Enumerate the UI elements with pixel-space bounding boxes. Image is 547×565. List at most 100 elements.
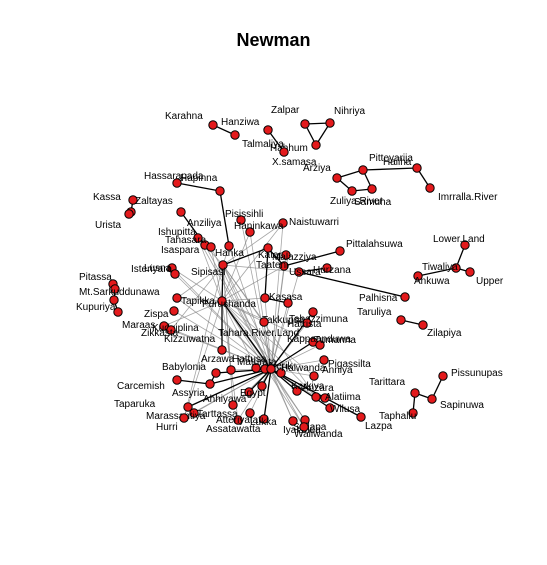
- node-taateni: [279, 261, 289, 271]
- node-sapinuwa: [427, 394, 437, 404]
- node-assatawatta: [233, 415, 243, 425]
- node-label-marassantiya: Marassantiya: [146, 411, 206, 422]
- node-karkiya: [292, 386, 302, 396]
- node-zuliya-river: [347, 186, 357, 196]
- node-karahna: [208, 120, 218, 130]
- node-mt-sarkuddunawa: [110, 284, 120, 294]
- edge-Halwanda-Assatawatta: [237, 368, 272, 421]
- edge-Sipisasi-Tarttassa: [222, 264, 234, 406]
- node-label-zikkasta: Zikkasta: [141, 328, 179, 339]
- node-label-taphallu: Taphallu: [379, 411, 416, 422]
- edge-Hapinna-Hanka: [219, 190, 230, 247]
- edge-Halwanda-Ussara: [270, 271, 300, 370]
- node-label-pitteyarija: Pitteyarija: [369, 153, 413, 164]
- node-label-assatawatta: Assatawatta: [206, 424, 261, 435]
- node-label-assyria: Assyria: [172, 388, 205, 399]
- node-label-purushanda: Purushanda: [202, 299, 256, 310]
- node-haiiha: [412, 163, 422, 173]
- node-tiwaliya: [451, 263, 461, 273]
- node-naistuwarri: [278, 218, 288, 228]
- edge-Sipisasi-Anzara: [222, 264, 317, 398]
- edge-Halwanda-Lukka: [263, 368, 272, 420]
- node-label-imrralla-river: Imrralla.River: [438, 192, 498, 203]
- node-label-karkiya: Karkiya: [291, 381, 325, 392]
- node-label-hurri: Hurri: [156, 422, 178, 433]
- edge-Halwanda-Kappaanduwa: [270, 341, 314, 370]
- edge-Purushanda-Tumanna: [221, 300, 321, 346]
- node-label-urista: Urista: [95, 220, 122, 231]
- node-arziya: [332, 173, 342, 183]
- node-katapa: [263, 243, 273, 253]
- node-taphallu: [408, 408, 418, 418]
- node-nerik: [276, 368, 286, 378]
- node-label-anziliya: Anziliya: [187, 218, 222, 229]
- node-pigassilta: [319, 355, 329, 365]
- node-label-kizzuwatna: Kizzuwatna: [164, 334, 216, 345]
- node-marassantiya: [189, 408, 199, 418]
- edge-Palhisna-Ussara: [298, 271, 406, 298]
- node-label-tarittara: Tarittara: [369, 377, 406, 388]
- node-egypt: [257, 381, 267, 391]
- node-isteriyara: [170, 269, 180, 279]
- node-label-carcemish: Carcemish: [117, 381, 165, 392]
- node-label-haiiha: Haiiha: [383, 157, 412, 168]
- node-label-sapinuwa: Sapinuwa: [440, 400, 484, 411]
- edge-Purushanda-Assatawatta: [221, 300, 239, 421]
- edge-Halwanda-Pisissihli: [240, 219, 272, 370]
- node-label-tahara-river-land: Tahara.River.Land: [218, 328, 299, 339]
- node-anniya: [309, 371, 319, 381]
- node-label-tabazzimuna: Tabazzimuna: [289, 314, 348, 325]
- node-label-zispa: Zispa: [144, 309, 169, 320]
- edge-Halwanda-Ishupitta: [197, 237, 272, 370]
- node-zispa: [169, 306, 179, 316]
- node-anzara: [311, 392, 321, 402]
- node-label-lazpa: Lazpa: [365, 421, 393, 432]
- node-label-pigassilta: Pigassilta: [328, 359, 371, 370]
- node-taruliya: [396, 315, 406, 325]
- edge-Halwanda-Tahara.River.Land: [263, 321, 272, 370]
- node-label-tiwaliya: Tiwaliya: [422, 262, 458, 273]
- node-tabazzimuna: [308, 307, 318, 317]
- node-label-hapinna: Hapinna: [180, 173, 218, 184]
- node-label-hanka: Hanka: [215, 248, 244, 259]
- edge-Halwanda-Taateni: [270, 265, 285, 370]
- node-arzawa: [226, 365, 236, 375]
- node-kuduiplina: [159, 321, 169, 331]
- node-isaspara: [206, 242, 216, 252]
- node-label-nihriya: Nihriya: [334, 106, 366, 117]
- node-hanziwa: [230, 130, 240, 140]
- edge-Halwanda-Takkupsa: [270, 302, 289, 370]
- edge-Pittalahsuwa-Taateni: [283, 250, 341, 267]
- node-hatrista: [302, 318, 312, 328]
- edge-Purushanda-Lusna: [171, 267, 223, 302]
- edge-Purushanda-Nerik: [221, 300, 282, 374]
- node-label-maraas: Maraas: [122, 320, 155, 331]
- edge-Hurzana-Ussara: [298, 267, 328, 273]
- node-malazziya: [281, 250, 291, 260]
- edge-Sipisasi-Zikkasta: [170, 264, 224, 331]
- node-label-tarttassa: Tarttassa: [197, 409, 238, 420]
- edge-Halwanda-Naistuwarri: [270, 222, 284, 370]
- node-sipisasi: [218, 260, 228, 270]
- node-urista: [124, 209, 134, 219]
- edge-Halwanda-Kasasa: [264, 297, 272, 370]
- node-label-tapikka: Tapikka: [181, 296, 215, 307]
- node-nihriya: [325, 118, 335, 128]
- edge-Sipisasi-Nerik: [222, 264, 282, 374]
- node-kassa: [128, 195, 138, 205]
- edge-Purushanda-Isaspara: [210, 246, 223, 302]
- node-label-ankuwa: Ankuwa: [414, 276, 450, 287]
- node-label-maturata: Maturata: [237, 357, 277, 368]
- edge-Sipisasi-Tapikka: [176, 264, 224, 299]
- node-label-arzawa: Arzawa: [201, 354, 235, 365]
- node-label-halwanda: Halwanda: [281, 363, 326, 374]
- node-label-wallwanda: Wallwanda: [294, 429, 343, 440]
- edge-Sipisasi-Naistuwarri: [222, 222, 284, 266]
- edge-Sipisasi-Hurri: [183, 264, 224, 419]
- node-label-atteriyatata: Atteriyatata: [216, 415, 267, 426]
- node-label-hattusa: Hattusa: [232, 354, 267, 365]
- node-hapinna: [215, 186, 225, 196]
- node-label-karahna: Karahna: [165, 111, 203, 122]
- node-label-pittalahsuwa: Pittalahsuwa: [346, 239, 403, 250]
